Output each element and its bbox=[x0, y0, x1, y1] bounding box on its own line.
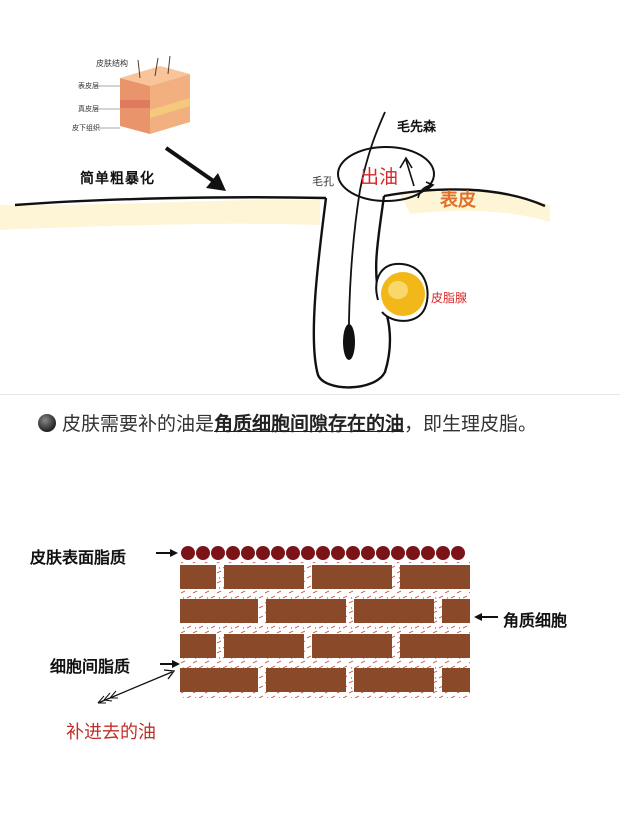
skin-surface-line-right bbox=[383, 188, 546, 208]
lipid-brick-diagram: 皮肤表面脂质 角质细胞 细胞间脂质 补进去的油 bbox=[0, 520, 620, 810]
sebaceous-gland-highlight bbox=[388, 281, 408, 299]
arrow-intercellular-head bbox=[172, 660, 180, 668]
epidermis-label: 表皮 bbox=[440, 190, 476, 211]
inset-layer-epidermis: 表皮层 bbox=[78, 82, 99, 90]
paragraph-emphasis: 角质细胞间隙存在的油 bbox=[214, 413, 405, 435]
inset-layer-dermis: 真皮层 bbox=[78, 105, 99, 113]
hair-follicle-outline bbox=[312, 195, 392, 389]
surface-lipid-dots bbox=[181, 546, 465, 560]
pore-label: 毛孔 bbox=[312, 175, 334, 188]
epidermis-arrow bbox=[417, 184, 433, 199]
arrow-corneocyte-head bbox=[474, 613, 482, 621]
epidermis-band-right bbox=[400, 190, 550, 222]
corneocyte-label: 角质细胞 bbox=[503, 611, 568, 630]
simplify-label: 简单粗暴化 bbox=[80, 171, 155, 187]
inset-layer-subcutis: 皮下组织 bbox=[72, 124, 100, 132]
epidermis-band-left bbox=[0, 199, 320, 230]
hair-label: 毛先森 bbox=[397, 120, 437, 135]
skin-structure-svg bbox=[0, 55, 550, 389]
skin-structure-diagram: 皮肤结构 表皮层 真皮层 皮下组织 简单粗暴化 毛先森 毛孔 出油 表皮 皮脂腺 bbox=[0, 0, 620, 395]
surface-lipid-label: 皮肤表面脂质 bbox=[30, 548, 127, 567]
bullet-dot-icon bbox=[38, 414, 56, 432]
skin-surface-line-left bbox=[14, 196, 327, 207]
explanation-paragraph: 皮肤需要补的油是角质细胞间隙存在的油，即生理皮脂。 bbox=[38, 402, 598, 446]
hair-bulb bbox=[343, 324, 355, 360]
arrow-right-head bbox=[206, 173, 226, 191]
brick-wall-svg bbox=[97, 546, 498, 704]
oil-arrow-head bbox=[399, 156, 413, 169]
inset-title: 皮肤结构 bbox=[96, 59, 128, 68]
feather-arrow-icon bbox=[97, 669, 176, 704]
pore-circle bbox=[337, 146, 435, 202]
arrow-surface-head bbox=[170, 549, 178, 557]
added-oil-label: 补进去的油 bbox=[66, 722, 156, 743]
oil-arrow bbox=[405, 159, 415, 187]
section-divider bbox=[0, 394, 620, 395]
intercellular-lipid-label: 细胞间脂质 bbox=[50, 657, 131, 676]
skin-block-illustration bbox=[96, 55, 190, 134]
epidermis-arrow-head bbox=[425, 181, 435, 191]
corneocyte-bricks bbox=[180, 565, 470, 692]
paragraph-suffix: ，即生理皮脂。 bbox=[404, 413, 538, 435]
oil-out-label: 出油 bbox=[360, 166, 399, 188]
paragraph-prefix: 皮肤需要补的油是 bbox=[62, 413, 215, 435]
sebaceous-label: 皮脂腺 bbox=[431, 291, 468, 305]
